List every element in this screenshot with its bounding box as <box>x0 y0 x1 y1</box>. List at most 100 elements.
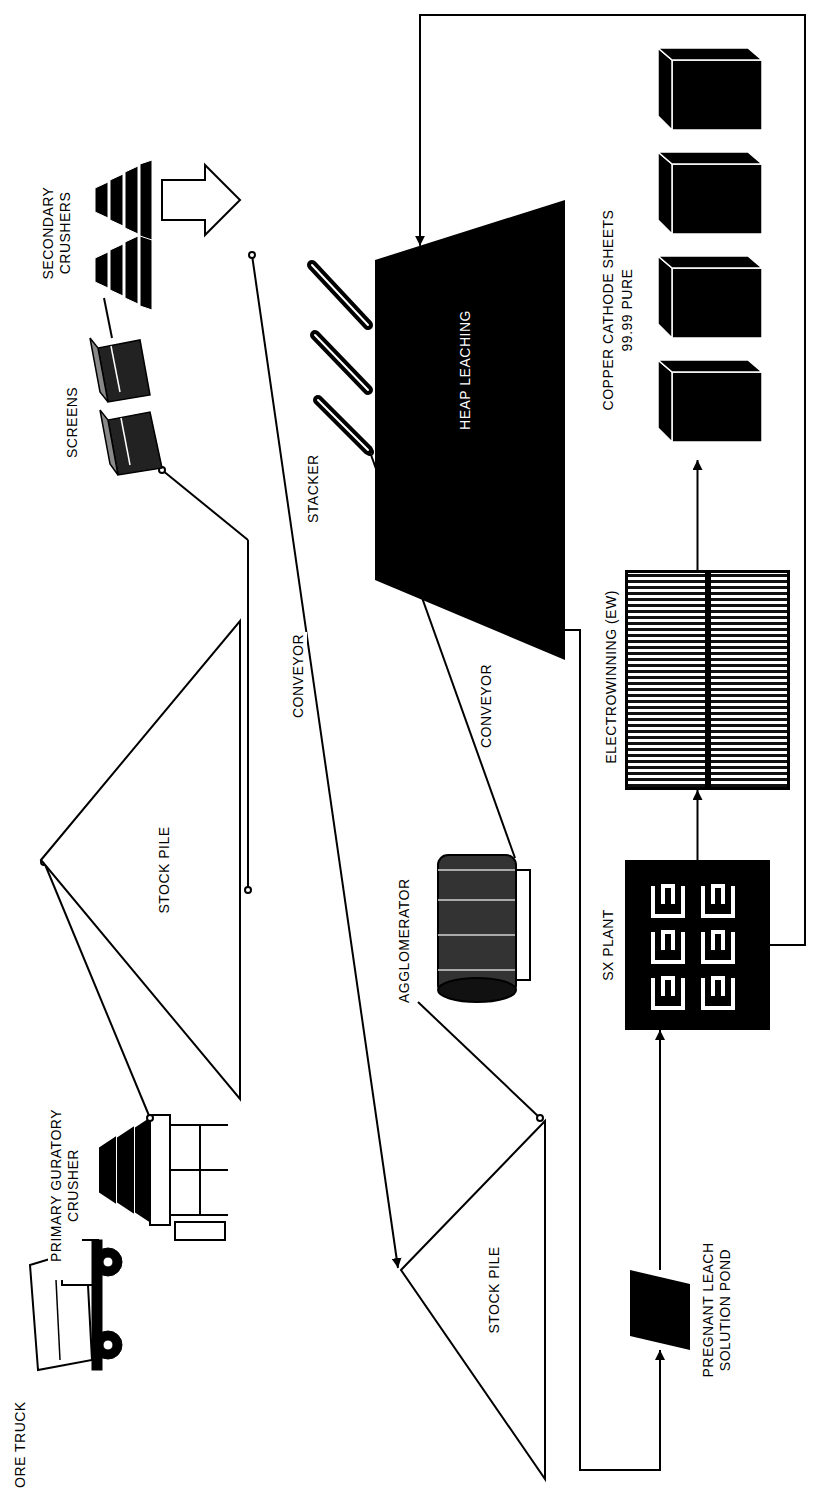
node-label: COPPER CATHODE SHEETS <box>600 210 617 411</box>
stock-pile: STOCK PILE <box>400 1120 545 1480</box>
agglomerator <box>438 934 516 936</box>
cathode-sheets <box>658 256 672 338</box>
cathode-sheets <box>672 372 762 442</box>
node-label: ELECTROWINNING (EW) <box>603 590 620 764</box>
stacker <box>318 400 368 450</box>
conveyor-line <box>104 298 112 338</box>
primary-crusher <box>118 1128 133 1212</box>
primary-crusher <box>150 1115 170 1225</box>
stacker <box>312 265 368 450</box>
mixer-settler <box>653 932 683 962</box>
sx-plant: SX PLANT <box>625 860 770 1030</box>
primary-crusher <box>175 1222 225 1240</box>
ore-truck <box>103 1257 113 1267</box>
conveyor-line <box>147 1115 153 1121</box>
secondary-crushers <box>95 182 108 218</box>
agglomerator <box>438 978 516 1002</box>
mixer-settler <box>653 886 683 916</box>
ore-truck <box>94 1248 122 1276</box>
electrowinning-cells: ELECTROWINNING (EW) <box>625 570 790 790</box>
conveyor-label: CONVEYOR <box>290 632 307 720</box>
flow-connector <box>659 1030 661 1270</box>
ore-truck <box>103 1340 113 1350</box>
equipment-label: STACKER <box>305 452 322 525</box>
secondary-crushers <box>95 252 108 288</box>
primary-crusher <box>136 1120 148 1220</box>
cathode-sheets <box>672 268 762 338</box>
primary-crusher <box>100 1115 228 1240</box>
mixer-settler <box>703 886 733 916</box>
conveyor-line <box>418 1002 540 1118</box>
primary-crusher <box>100 1138 115 1202</box>
stacker <box>315 335 368 390</box>
cathode-sheets <box>658 48 762 442</box>
agglomerator <box>438 855 516 995</box>
secondary-crushers <box>125 166 138 234</box>
secondary-crushers <box>110 174 123 226</box>
pile-outline <box>401 1121 545 1479</box>
equipment-label: SCREENS <box>64 385 81 460</box>
conveyor-label: CONVEYOR <box>478 662 495 750</box>
sx-housing <box>625 860 770 1030</box>
ore-truck <box>94 1331 122 1359</box>
stock-pile-outline <box>400 1120 545 1480</box>
purity-note: 99.99 PURE <box>619 269 636 352</box>
pls-pond-outline <box>630 1270 690 1350</box>
stacker <box>318 400 368 450</box>
heap-leach-pad-outline <box>375 200 565 660</box>
secondary-crushers <box>140 160 152 240</box>
agglomerator <box>516 870 530 980</box>
pond-outline <box>630 1270 690 1350</box>
screens <box>111 346 120 392</box>
conveyor-line <box>249 252 255 258</box>
stacker <box>312 265 368 325</box>
agglomerator <box>438 969 516 971</box>
equipment-label: AGGLOMERATOR <box>396 876 413 1005</box>
equipment-label: SECONDARY CRUSHERS <box>40 151 74 315</box>
mixer-settler <box>703 978 733 1008</box>
primary-crusher <box>199 1125 201 1215</box>
screens <box>90 338 108 402</box>
mixer-settler <box>653 978 683 1008</box>
node-label: STOCK PILE <box>156 826 173 913</box>
cathode-sheets <box>658 152 672 234</box>
equipment-label: PRIMARY GURATORY CRUSHER <box>48 1091 82 1280</box>
stacker <box>312 265 368 325</box>
heap-leach-pad: HEAP LEACHING <box>375 200 565 660</box>
cathode-sheets <box>658 256 762 268</box>
flow-connector <box>697 790 699 860</box>
cathode-product: COPPER CATHODE SHEETS99.99 PURE <box>595 30 770 460</box>
pls-pond: PREGNANT LEACH SOLUTION POND <box>630 1270 690 1350</box>
cathode-sheets <box>658 48 672 130</box>
cathode-sheets <box>658 360 762 372</box>
heap-outline <box>375 200 565 660</box>
secondary-crushers <box>140 230 152 310</box>
transfer-arrow <box>162 165 240 235</box>
node-label: PREGNANT LEACH SOLUTION POND <box>700 1228 734 1393</box>
stock-pile: STOCK PILE <box>40 620 240 1100</box>
cathode-sheets <box>658 360 672 442</box>
agglomerator <box>438 855 530 1002</box>
node-label: STOCK PILE <box>486 1246 503 1333</box>
agglomerator <box>438 869 516 871</box>
cathode-sheets <box>658 152 762 164</box>
screens <box>90 338 162 475</box>
conveyor-line <box>41 252 543 1268</box>
secondary-crushers <box>125 236 138 304</box>
cathode-sheets <box>672 164 762 234</box>
agglomerator <box>438 899 516 901</box>
screens <box>121 418 130 465</box>
equipment-label: ORE TRUCK <box>12 1399 29 1490</box>
secondary-crushers <box>95 160 152 310</box>
flow-connector <box>697 460 699 570</box>
secondary-crushers <box>110 244 123 296</box>
conveyor-line <box>537 1115 543 1121</box>
stock-pile-outline <box>40 620 240 1100</box>
node-label: HEAP LEACHING <box>457 310 474 430</box>
stacker <box>315 335 368 390</box>
mixer-settler <box>703 932 733 962</box>
node-label: SX PLANT <box>600 909 617 981</box>
conveyor-line <box>245 887 251 893</box>
pile-outline <box>41 621 240 1099</box>
